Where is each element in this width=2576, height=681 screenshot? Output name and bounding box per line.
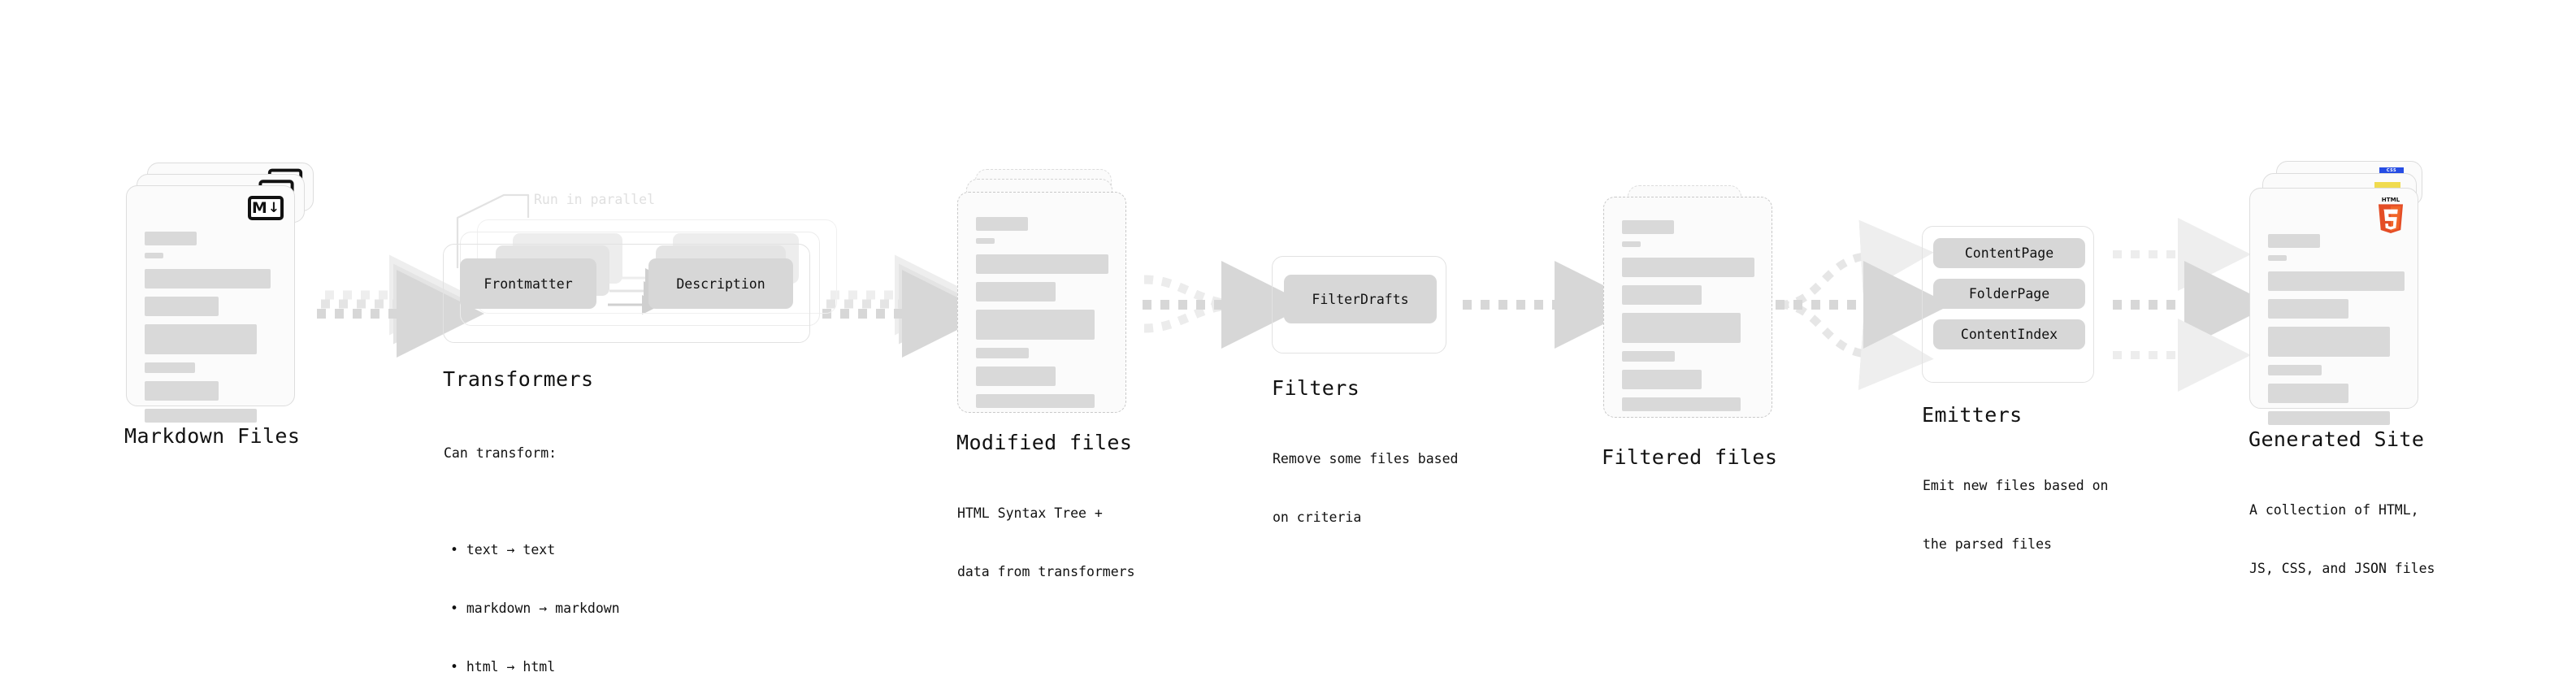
modified-files-description: HTML Syntax Tree + data from transformer… xyxy=(957,465,1135,620)
emitters-caption: Emitters xyxy=(1922,403,2023,427)
filtered-card-front xyxy=(1603,197,1772,418)
html5-icon: HTML xyxy=(2375,195,2406,234)
skeleton-bar xyxy=(2268,255,2287,261)
skeleton-bar xyxy=(976,348,1029,358)
skeleton-bar xyxy=(2268,384,2348,403)
skeleton-bar xyxy=(145,232,197,245)
transformers-description: Can transform: text → text markdown → ma… xyxy=(444,405,620,681)
skeleton-bar xyxy=(1622,241,1641,247)
markdown-badge-letter: M xyxy=(251,198,267,217)
transformers-bullet-item: text → text xyxy=(450,540,620,560)
emitters-description-line2: the parsed files xyxy=(1923,536,2052,552)
skeleton-bar xyxy=(976,217,1028,231)
skeleton-bar xyxy=(145,324,257,354)
skeleton-bar xyxy=(1622,351,1675,362)
modified-files-description-line1: HTML Syntax Tree + xyxy=(957,505,1103,521)
skeleton-bar xyxy=(1622,285,1702,305)
filters-caption: Filters xyxy=(1272,376,1360,400)
modified-card-body xyxy=(958,193,1125,412)
emitter-chip-contentindex[interactable]: ContentIndex xyxy=(1933,319,2085,349)
skeleton-bar xyxy=(976,310,1095,340)
markdown-card-stack: M↓ M↓ M↓ xyxy=(126,163,317,423)
transformers-caption: Transformers xyxy=(443,367,594,391)
generated-site-description-line1: A collection of HTML, xyxy=(2249,501,2419,518)
markdown-card-body xyxy=(127,186,294,423)
generated-site-card-front: HTML xyxy=(2249,188,2418,425)
transformer-chip-description[interactable]: Description xyxy=(648,258,793,309)
markdown-card-front: M↓ xyxy=(126,185,295,423)
stage-markdown-files: M↓ M↓ M↓ xyxy=(124,163,317,448)
transformers-bullet-item: html → html xyxy=(450,657,620,677)
emitter-chip-contentpage[interactable]: ContentPage xyxy=(1933,238,2085,268)
modified-card-stack xyxy=(957,169,1132,413)
transformer-group-front: Frontmatter Description xyxy=(443,244,810,343)
generated-site-caption: Generated Site xyxy=(2249,427,2425,451)
transformer-chip-frontmatter[interactable]: Frontmatter xyxy=(460,258,596,309)
skeleton-bar xyxy=(1622,397,1741,411)
filters-description-line1: Remove some files based xyxy=(1273,450,1459,466)
filtered-files-caption: Filtered files xyxy=(1602,445,1778,469)
skeleton-bar xyxy=(2268,411,2390,425)
run-in-parallel-label: Run in parallel xyxy=(534,192,656,207)
skeleton-bar xyxy=(145,409,257,423)
generated-site-card-body xyxy=(2250,189,2418,425)
stage-generated-site: CSS HTML xyxy=(2249,161,2436,576)
transformers-description-heading: Can transform: xyxy=(444,445,557,461)
skeleton-bar xyxy=(2268,327,2390,357)
skeleton-bar xyxy=(976,254,1108,274)
skeleton-bar xyxy=(145,253,163,258)
markdown-badge: M↓ xyxy=(248,196,284,220)
markdown-badge-arrow: ↓ xyxy=(267,199,280,216)
skeleton-bar xyxy=(145,297,219,316)
connector-emitters-to-site xyxy=(2113,218,2272,392)
modified-files-description-line2: data from transformers xyxy=(957,563,1135,579)
stage-filtered-files: Filtered files xyxy=(1602,185,1778,469)
skeleton-bar xyxy=(2268,234,2320,248)
skeleton-bar xyxy=(1622,220,1674,234)
skeleton-bar xyxy=(2268,299,2348,319)
generated-site-card-stack: CSS HTML xyxy=(2249,161,2436,425)
css-badge: CSS xyxy=(2379,167,2404,175)
modified-files-caption: Modified files xyxy=(956,431,1133,454)
skeleton-bar xyxy=(1622,313,1741,343)
transformers-bullet-item: markdown → markdown xyxy=(450,599,620,618)
filters-description: Remove some files based on criteria xyxy=(1273,410,1458,566)
skeleton-bar xyxy=(145,381,219,401)
generated-site-description-line2: JS, CSS, and JSON files xyxy=(2249,560,2435,576)
skeleton-bar xyxy=(1622,258,1754,277)
stage-modified-files: Modified files HTML Syntax Tree + data f… xyxy=(956,169,1135,579)
skeleton-bar xyxy=(976,282,1056,301)
skeleton-bar xyxy=(2268,365,2322,375)
filters-group-box: FilterDrafts xyxy=(1272,256,1446,354)
connector-modified-to-filters xyxy=(1143,261,1309,349)
skeleton-bar xyxy=(976,394,1095,408)
connector-markdown-to-transformers xyxy=(317,254,484,358)
filtered-card-stack xyxy=(1603,185,1778,421)
skeleton-bar xyxy=(145,269,271,288)
skeleton-bar xyxy=(145,362,195,373)
emitter-chip-folderpage[interactable]: FolderPage xyxy=(1933,279,2085,309)
generated-site-description: A collection of HTML, JS, CSS, and JSON … xyxy=(2249,462,2435,617)
emitters-description-line1: Emit new files based on xyxy=(1923,477,2109,493)
skeleton-bar xyxy=(976,367,1056,386)
filters-description-line2: on criteria xyxy=(1273,509,1362,525)
skeleton-bar xyxy=(2268,271,2405,291)
emitters-description: Emit new files based on the parsed files xyxy=(1923,437,2108,592)
markdown-files-caption: Markdown Files xyxy=(124,424,301,448)
emitters-group-box: ContentPage FolderPage ContentIndex xyxy=(1922,226,2094,383)
skeleton-bar xyxy=(1622,370,1702,389)
filtered-card-body xyxy=(1604,197,1772,417)
modified-card-front xyxy=(957,192,1126,413)
transformers-bullet-list: text → text markdown → markdown html → h… xyxy=(444,502,620,681)
filter-chip-filterdrafts[interactable]: FilterDrafts xyxy=(1284,275,1437,323)
skeleton-bar xyxy=(976,238,995,244)
connector-filtered-to-emitters xyxy=(1776,219,1951,391)
svg-text:HTML: HTML xyxy=(2382,196,2400,203)
